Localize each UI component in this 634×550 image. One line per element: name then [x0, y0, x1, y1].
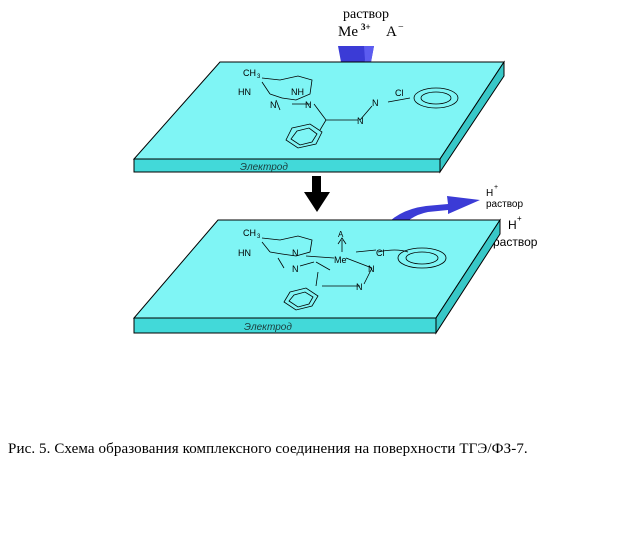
- metal-ion-charge: 3+: [361, 22, 371, 32]
- reaction-down-arrow: [304, 176, 330, 212]
- bottom-ch3-sub: 3: [257, 234, 261, 240]
- top-electrode-plate: [132, 60, 505, 174]
- proton-charge-upper: +: [494, 184, 498, 191]
- top-hn: HN: [238, 87, 251, 97]
- bottom-n2: N: [292, 264, 299, 274]
- bottom-electrode-label: Электрод: [244, 322, 292, 333]
- top-ch3-sub: 3: [257, 74, 261, 80]
- top-ch3: CH: [243, 68, 256, 78]
- top-electrode-label: Электрод: [240, 162, 288, 173]
- top-n3: N: [372, 98, 379, 108]
- bottom-n4: N: [356, 282, 363, 292]
- bottom-hn: HN: [238, 248, 251, 258]
- solution-label-top: раствор: [343, 7, 389, 22]
- bottom-n3: N: [368, 264, 375, 274]
- proton-label-upper: H: [486, 188, 493, 199]
- bottom-me: Me: [334, 255, 347, 265]
- released-proton-arrow: [382, 196, 480, 232]
- metal-ion-label: Me: [338, 24, 358, 40]
- top-nh: NH: [291, 87, 304, 97]
- proton-charge-lower: +: [517, 214, 522, 223]
- top-n1: N: [270, 100, 277, 110]
- bottom-a: A: [338, 230, 344, 239]
- proton-solution-lower: раствор: [493, 235, 538, 249]
- anion-label: A: [386, 24, 397, 40]
- bottom-ch3: CH: [243, 228, 256, 238]
- top-n2: N: [305, 100, 312, 110]
- figure-caption: Рис. 5. Схема образования комплексного с…: [8, 441, 528, 457]
- bottom-electrode-plate: [132, 218, 501, 335]
- top-cl: Cl: [395, 88, 404, 98]
- top-ligand-structure: [261, 75, 459, 149]
- bottom-complex-structure: [261, 235, 447, 311]
- top-n-bottom: N: [357, 116, 364, 126]
- bottom-n1: N: [292, 248, 299, 258]
- proton-solution-upper: раствор: [486, 199, 523, 210]
- proton-label-lower: H: [508, 218, 517, 232]
- anion-charge: −: [398, 22, 404, 33]
- bottom-cl: Cl: [376, 248, 385, 258]
